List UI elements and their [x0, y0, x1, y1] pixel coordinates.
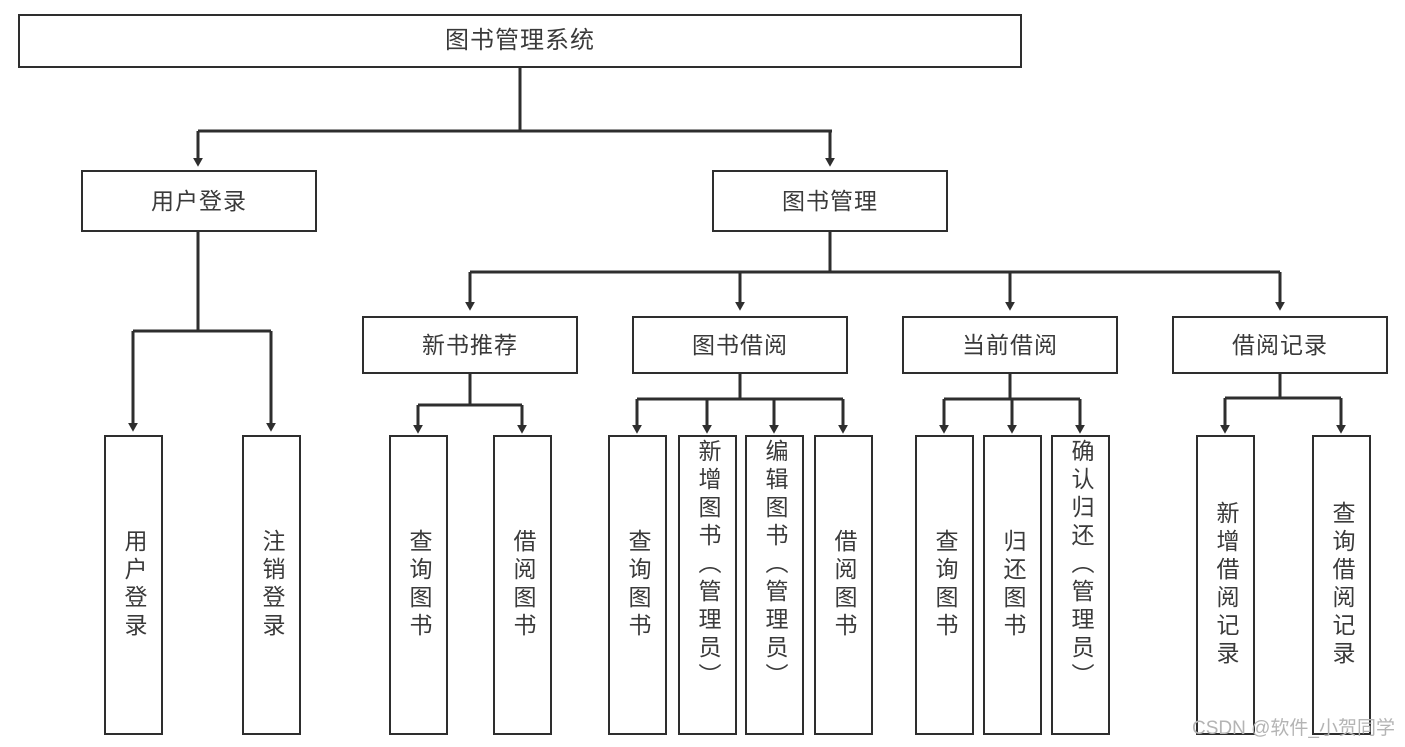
node-leaf-add-record[interactable]: 新增借阅记录 — [1196, 435, 1255, 735]
node-leaf-query-book-nb-label: 查询图书 — [406, 529, 432, 641]
node-leaf-confirm-return[interactable]: 确认归还（管理员） — [1051, 435, 1110, 735]
node-leaf-borrow-book-nb-label: 借阅图书 — [510, 529, 536, 641]
node-leaf-borrow-book-br-label: 借阅图书 — [831, 529, 857, 641]
node-user-login-label: 用户登录 — [151, 187, 247, 214]
node-leaf-query-book-br-label: 查询图书 — [625, 529, 651, 641]
node-leaf-borrow-book-br[interactable]: 借阅图书 — [814, 435, 873, 735]
node-new-book-recommend-label: 新书推荐 — [422, 331, 518, 358]
node-leaf-confirm-return-label: 确认归还（管理员） — [1068, 439, 1094, 691]
node-current-borrow-label: 当前借阅 — [962, 331, 1058, 358]
node-book-management[interactable]: 图书管理 — [712, 170, 948, 232]
node-leaf-add-book-label: 新增图书（管理员） — [695, 439, 721, 691]
node-borrow-record-label: 借阅记录 — [1232, 331, 1328, 358]
node-leaf-return-book-label: 归还图书 — [1000, 529, 1026, 641]
node-leaf-login[interactable]: 用户登录 — [104, 435, 163, 735]
node-book-borrow-label: 图书借阅 — [692, 331, 788, 358]
node-leaf-query-book-cu[interactable]: 查询图书 — [915, 435, 974, 735]
node-leaf-query-record[interactable]: 查询借阅记录 — [1312, 435, 1371, 735]
node-current-borrow[interactable]: 当前借阅 — [902, 316, 1118, 374]
node-user-login[interactable]: 用户登录 — [81, 170, 317, 232]
node-leaf-add-book[interactable]: 新增图书（管理员） — [678, 435, 737, 735]
node-book-borrow[interactable]: 图书借阅 — [632, 316, 848, 374]
node-leaf-query-book-nb[interactable]: 查询图书 — [389, 435, 448, 735]
node-new-book-recommend[interactable]: 新书推荐 — [362, 316, 578, 374]
node-root-system[interactable]: 图书管理系统 — [18, 14, 1022, 68]
node-leaf-query-book-cu-label: 查询图书 — [932, 529, 958, 641]
node-leaf-edit-book[interactable]: 编辑图书（管理员） — [745, 435, 804, 735]
node-borrow-record[interactable]: 借阅记录 — [1172, 316, 1388, 374]
node-leaf-login-label: 用户登录 — [121, 529, 147, 641]
node-leaf-add-record-label: 新增借阅记录 — [1213, 501, 1239, 669]
node-leaf-logout-label: 注销登录 — [259, 529, 285, 641]
node-leaf-query-record-label: 查询借阅记录 — [1329, 501, 1355, 669]
csdn-watermark: CSDN @软件_小贺同学 — [1192, 718, 1395, 739]
node-leaf-query-book-br[interactable]: 查询图书 — [608, 435, 667, 735]
node-leaf-return-book[interactable]: 归还图书 — [983, 435, 1042, 735]
node-book-management-label: 图书管理 — [782, 187, 878, 214]
node-leaf-borrow-book-nb[interactable]: 借阅图书 — [493, 435, 552, 735]
node-root-system-label: 图书管理系统 — [445, 27, 595, 54]
node-leaf-logout[interactable]: 注销登录 — [242, 435, 301, 735]
node-leaf-edit-book-label: 编辑图书（管理员） — [762, 439, 788, 691]
